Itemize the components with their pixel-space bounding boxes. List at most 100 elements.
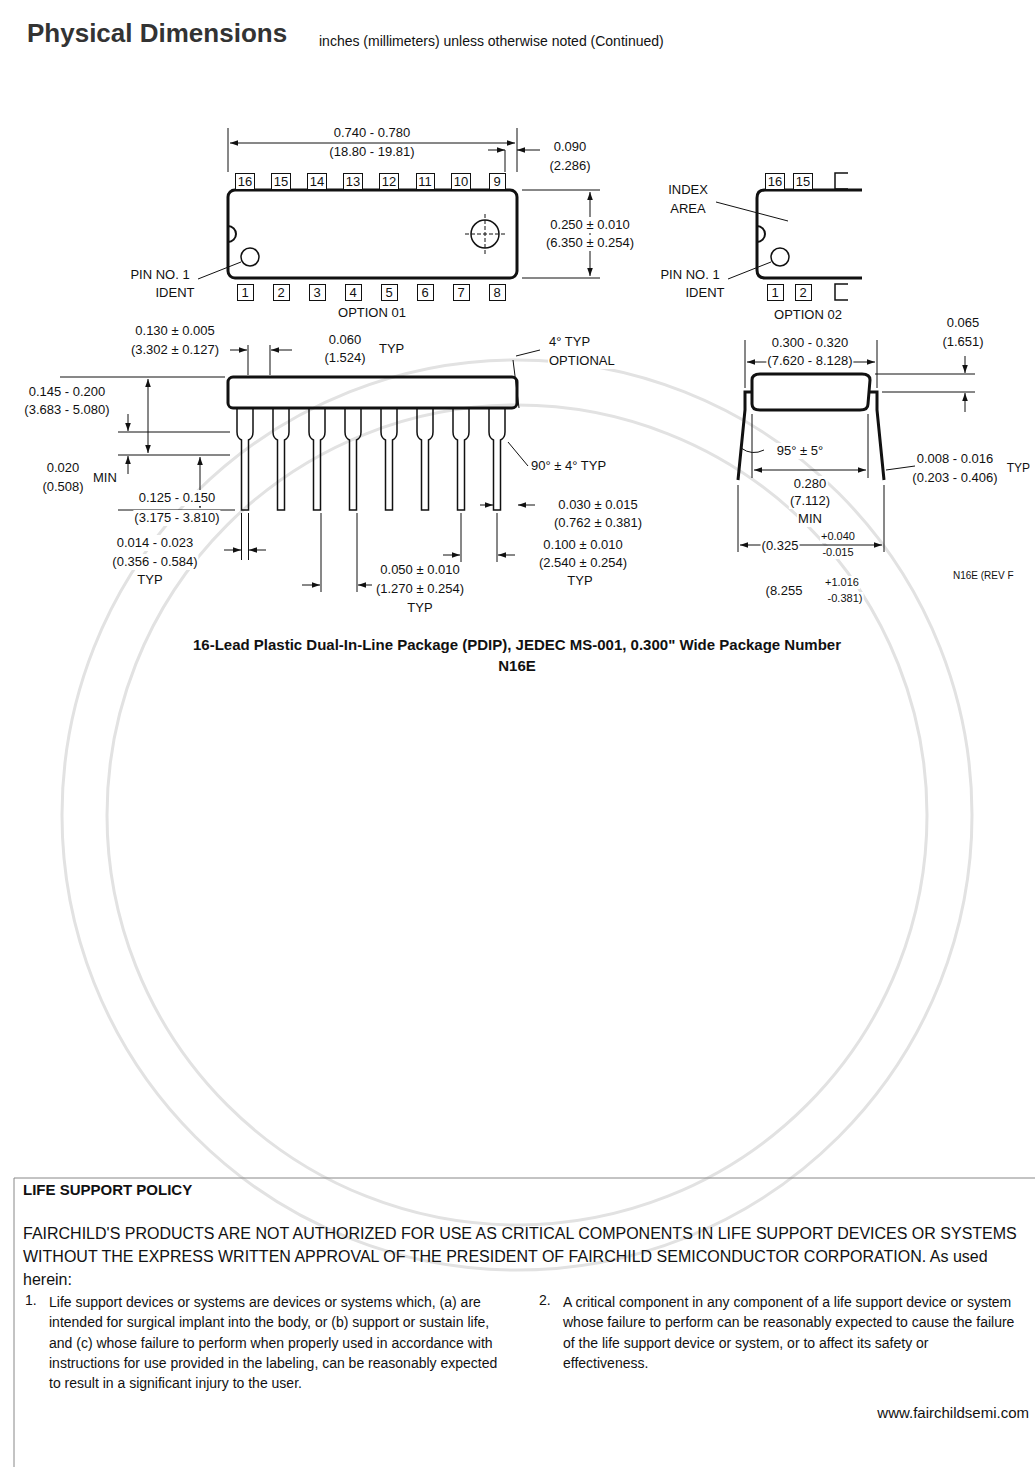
pin-number: 5 <box>385 286 392 299</box>
lead <box>309 408 325 510</box>
side-view <box>60 345 540 592</box>
dimension-label: 0.300 - 0.320 <box>771 335 850 351</box>
pin-number-box: 7 <box>453 284 470 301</box>
dimension-label: (7.620 - 8.128) <box>766 353 853 369</box>
dimension-label: 0.145 - 0.200 <box>28 384 107 400</box>
dimension-label: 0.020 <box>46 460 81 476</box>
dimension-label: (3.302 ± 0.127) <box>130 342 220 358</box>
dimension-label: 90° ± 4° TYP <box>530 458 607 474</box>
dimension-label: -0.015 <box>821 546 854 559</box>
dimension-label: (0.325 <box>761 538 800 554</box>
pin-number-box: 14 <box>307 173 327 190</box>
pin-number-box: 16 <box>235 173 255 190</box>
dimension-label: 0.060 <box>328 332 363 348</box>
dimension-label: 0.050 ± 0.010 <box>379 562 460 578</box>
dimension-label: MIN <box>92 470 118 486</box>
pin-number-box: 16 <box>765 173 785 190</box>
dimension-label: (3.683 - 5.080) <box>23 402 110 418</box>
dimension-label: TYP <box>136 572 163 588</box>
figure-caption: 16-Lead Plastic Dual-In-Line Package (PD… <box>186 634 848 676</box>
dimension-label: 0.030 ± 0.015 <box>557 497 638 513</box>
lead-set <box>237 408 505 510</box>
pin-number-box: 13 <box>343 173 363 190</box>
pin-number-box: 1 <box>767 284 784 301</box>
dimension-label: 0.008 - 0.016 <box>916 451 995 467</box>
pin-number-box: 6 <box>417 284 434 301</box>
pin-number-box: 5 <box>381 284 398 301</box>
pin-number-box: 1 <box>237 284 254 301</box>
pin-number: 8 <box>493 286 500 299</box>
pin-number: 6 <box>421 286 428 299</box>
lead <box>273 408 289 510</box>
pin-number-box: 11 <box>416 173 435 190</box>
dimension-label: MIN <box>797 511 823 527</box>
callout-label: IDENT <box>155 285 196 301</box>
dimension-label: (3.175 - 3.810) <box>133 510 220 526</box>
callout-label: INDEX <box>667 182 709 198</box>
dimension-label: 0.100 ± 0.010 <box>542 537 623 553</box>
dimension-label: 0.065 <box>946 315 981 331</box>
dimension-label: (0.762 ± 0.381) <box>553 515 643 531</box>
pin-number: 16 <box>238 175 252 188</box>
dimension-label: 0.014 - 0.023 <box>116 535 195 551</box>
dimension-label: TYP <box>406 600 433 616</box>
pin-number: 15 <box>796 175 810 188</box>
callout-label: AREA <box>669 201 706 217</box>
dimension-label: 0.250 ± 0.010 <box>549 217 630 233</box>
pin-number-box: 15 <box>793 173 813 190</box>
dimension-label: (0.508) <box>41 479 84 495</box>
dimension-label: +1.016 <box>824 576 860 589</box>
dimension-label: (0.356 - 0.584) <box>111 554 198 570</box>
dimension-label: -0.381) <box>827 592 864 605</box>
drawing-number: N16E (REV F <box>952 570 1015 582</box>
pin-number: 7 <box>457 286 464 299</box>
pin-number-box: 12 <box>379 173 399 190</box>
pin-number-box: 9 <box>489 173 506 190</box>
dimension-label: 95° ± 5° <box>776 443 824 459</box>
pin-number: 12 <box>382 175 396 188</box>
dimension-label: 4° TYP <box>548 334 591 350</box>
callout-label: PIN NO. 1 <box>129 267 190 283</box>
dimension-label: TYP <box>566 573 593 589</box>
lead <box>417 408 433 510</box>
lead <box>345 408 361 510</box>
pin-number: 9 <box>493 175 500 188</box>
dimension-label: OPTIONAL <box>548 353 616 369</box>
pin-number: 1 <box>241 286 248 299</box>
view-label: OPTION 02 <box>773 307 843 323</box>
dimension-label: (18.80 - 19.81) <box>328 144 415 160</box>
pin-number-box: 8 <box>489 284 506 301</box>
pin-number: 3 <box>313 286 320 299</box>
pin-number: 2 <box>277 286 284 299</box>
pin-number: 11 <box>418 175 432 188</box>
pin-number-box: 2 <box>795 284 812 301</box>
dimension-label: (1.651) <box>941 334 984 350</box>
pin-number-box: 10 <box>451 173 471 190</box>
lead <box>381 408 397 510</box>
dimension-label: (1.270 ± 0.254) <box>375 581 465 597</box>
policy-text: A critical component in any component of… <box>562 1292 1016 1373</box>
pin-number: 10 <box>454 175 468 188</box>
dimension-label: 0.740 - 0.780 <box>333 125 412 141</box>
view-label: OPTION 01 <box>337 305 407 321</box>
dimension-label: 0.090 <box>553 139 588 155</box>
dimension-label: (8.255 <box>765 583 804 599</box>
page-title: Physical Dimensions <box>26 18 288 49</box>
pin-number: 16 <box>768 175 782 188</box>
dimension-label: (2.540 ± 0.254) <box>538 555 628 571</box>
watermark-seal <box>62 360 972 1270</box>
dimension-label: 0.130 ± 0.005 <box>134 323 215 339</box>
lead <box>489 408 505 510</box>
units-note: inches (millimeters) unless otherwise no… <box>318 33 665 50</box>
pin-number-box: 15 <box>271 173 291 190</box>
lead <box>453 408 469 510</box>
lead <box>237 408 253 510</box>
callout-label: IDENT <box>685 285 726 301</box>
dimension-label: 0.280 <box>793 476 828 492</box>
pin-number: 2 <box>799 286 806 299</box>
list-number: 1. <box>24 1292 38 1309</box>
dimension-label: (6.350 ± 0.254) <box>545 235 635 251</box>
end-view <box>738 340 975 552</box>
pin-number-box: 2 <box>273 284 290 301</box>
